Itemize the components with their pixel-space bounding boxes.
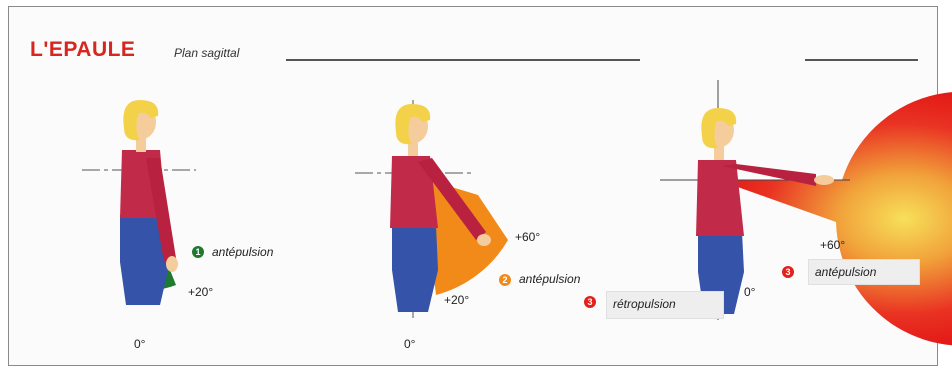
angle-start-label-2: 0° [404,337,415,351]
step-badge-3-front: 3 [782,266,794,278]
sweater-3 [696,160,744,236]
page-subtitle: Plan sagittal [174,46,239,60]
movement-label-3-front: antépulsion [808,259,920,285]
hand-2 [477,234,491,246]
movement-label-3-back: rétropulsion [606,291,724,319]
page-title: L'EPAULE [30,38,135,62]
angle-far-label-2: +60° [515,230,540,244]
angle-front-label-3: +60° [820,238,845,252]
figure-2 [355,100,508,318]
movement-label-1: antépulsion [212,245,273,259]
hand-3 [814,175,834,185]
angle-start-label-3: 0° [744,285,755,299]
jeans-2 [392,225,438,312]
hand-1 [166,256,178,272]
range-sector-3 [718,92,952,346]
step-badge-2: 2 [499,274,511,286]
step-badge-3-back: 3 [584,296,596,308]
angle-start-label-1: 0° [134,337,145,351]
figure-1 [82,100,196,305]
angle-end-label-2: +20° [444,293,469,307]
movement-label-2: antépulsion [519,272,580,286]
step-badge-1: 1 [192,246,204,258]
angle-end-label-1: +20° [188,285,213,299]
